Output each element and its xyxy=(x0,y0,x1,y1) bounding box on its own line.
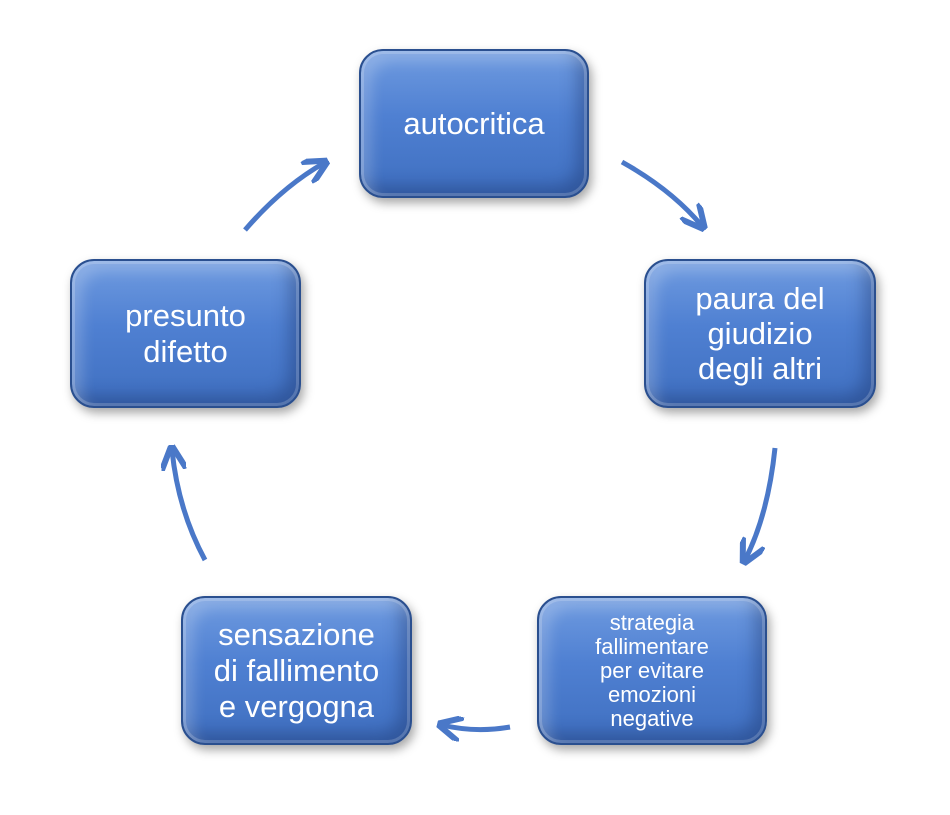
box-sensazione-di-fallimento: sensazione di fallimento e vergogna xyxy=(181,596,412,745)
arrow-strategia-to-sensazione xyxy=(442,725,511,730)
box-label: paura del giudizio degli altri xyxy=(695,281,825,386)
box-presunto-difetto: presunto difetto xyxy=(70,259,301,408)
arrow-autocritica-to-paura xyxy=(620,159,702,226)
arrow-presunto-to-autocritica xyxy=(243,163,324,232)
arrow-sensazione-to-presunto xyxy=(172,450,208,562)
box-autocritica: autocritica xyxy=(359,49,589,198)
box-label: autocritica xyxy=(403,105,545,141)
box-label: presunto difetto xyxy=(125,297,246,369)
box-paura-del-giudizio: paura del giudizio degli altri xyxy=(644,259,876,408)
box-strategia-fallimentare: strategia fallimentare per evitare emozi… xyxy=(537,596,767,745)
box-label: sensazione di fallimento e vergogna xyxy=(213,616,380,724)
arrow-paura-to-strategia xyxy=(745,447,778,560)
box-label: strategia fallimentare per evitare emozi… xyxy=(595,609,709,731)
